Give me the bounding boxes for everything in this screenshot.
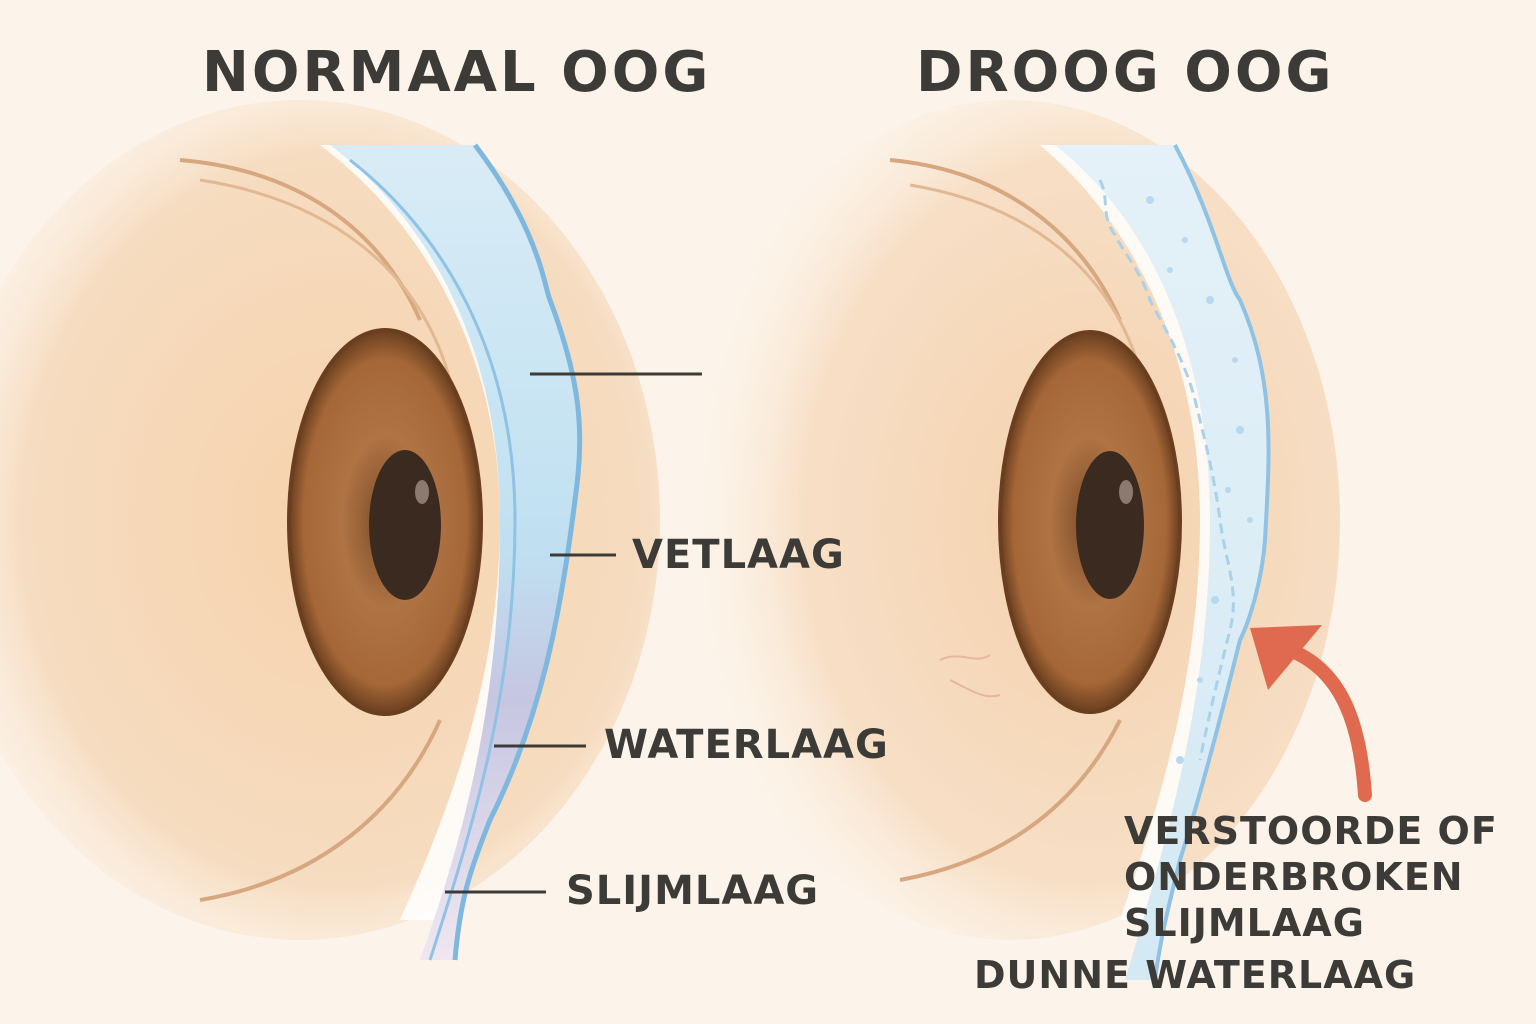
dry-tear-film-outer-border	[1153, 144, 1271, 981]
dry-lower-lid-line	[899, 719, 1122, 882]
dry-broken-mucus-line	[1098, 179, 1235, 761]
annotation-arrowhead	[1250, 625, 1322, 690]
dry-eye-title: DROOG OOG	[916, 40, 1335, 105]
dry-eye-group	[680, 100, 1372, 981]
dry-annotation-line-2: ONDERBROKEN	[1124, 855, 1464, 899]
normal-tear-film-inner-border	[349, 158, 517, 961]
dry-eyelid-crease-lower	[909, 183, 1142, 371]
dry-eye-veins	[939, 654, 1001, 698]
dry-tear-film	[1055, 145, 1269, 980]
dry-annotation-line-4: DUNNE WATERLAAG	[974, 953, 1417, 997]
normal-pupil-highlight	[415, 480, 429, 504]
dry-pupil	[1076, 451, 1144, 599]
normal-lower-lid-line	[199, 719, 442, 902]
water-layer-label: WATERLAAG	[604, 722, 889, 768]
dry-annotation-line-3: SLIJMLAAG	[1124, 901, 1365, 945]
dry-sclera-edge	[1040, 145, 1220, 920]
normal-pupil	[369, 450, 441, 600]
dry-annotation-line-1: VERSTOORDE OF	[1124, 809, 1498, 853]
normal-tear-film-outer-border	[452, 143, 583, 961]
normal-eye-group	[0, 100, 702, 961]
normal-eye-title: NORMAAL OOG	[202, 40, 712, 105]
fat-layer-label: VETLAAG	[632, 532, 845, 578]
dry-eyelid-crease-upper	[889, 158, 1122, 321]
dry-pupil-highlight	[1119, 480, 1133, 504]
annotation-arrow	[1283, 643, 1372, 802]
mucus-layer-label: SLIJMLAAG	[566, 868, 820, 914]
normal-eyelid-crease-lower	[199, 178, 452, 381]
dry-tear-film-specks	[1146, 196, 1253, 833]
